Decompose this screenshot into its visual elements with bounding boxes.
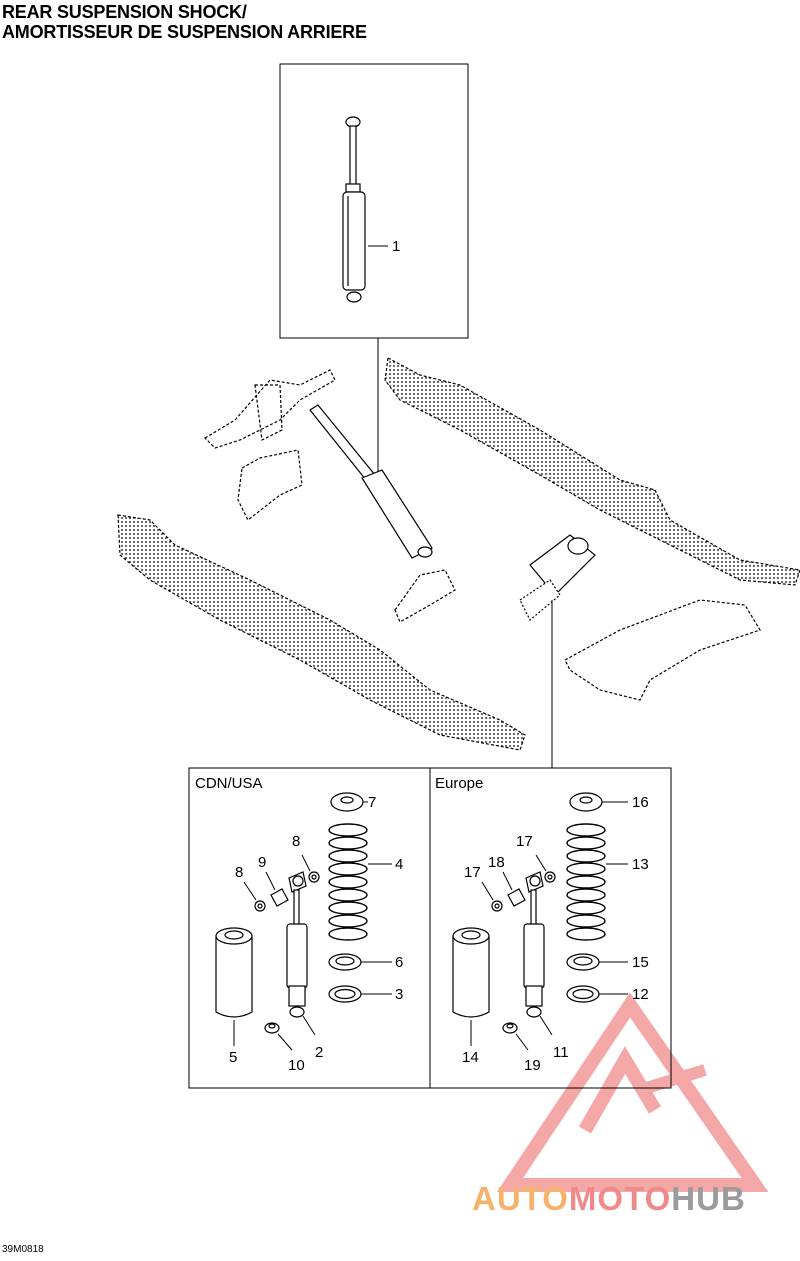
boot-14: [452, 927, 490, 1018]
spring-4: [328, 823, 368, 941]
callout-8-left: 8: [235, 864, 243, 881]
callout-18: 18: [488, 854, 505, 871]
sleeve-9: [270, 888, 289, 907]
bushing-10: [264, 1022, 280, 1034]
shock-detail-frame: [279, 63, 469, 339]
callout-4: 4: [395, 856, 403, 873]
left-slide-rail: [117, 514, 526, 751]
region-label-cdn-usa: CDN/USA: [195, 775, 263, 792]
shock-11: [523, 871, 545, 1018]
sleeve-18: [507, 888, 526, 907]
diagram-title: REAR SUSPENSION SHOCK/ AMORTISSEUR DE SU…: [2, 2, 367, 42]
spring-seat-15: [566, 953, 600, 971]
shock-2: [286, 871, 308, 1018]
spring-retainer-16: [569, 792, 603, 812]
watermark-hub: HUB: [671, 1180, 746, 1217]
right-slide-rail: [384, 357, 800, 586]
spring-retainer-7: [330, 792, 364, 812]
watermark-wordmark: AUTOMOTOHUB: [472, 1180, 746, 1217]
region-label-europe: Europe: [435, 775, 483, 792]
callout-13: 13: [632, 856, 649, 873]
bushing-17-left: [491, 900, 503, 912]
rear-shock-installed: [519, 534, 596, 621]
bushing-8-right: [308, 871, 320, 883]
rear-arm-assembly: [564, 599, 761, 701]
callout-11: 11: [553, 1044, 569, 1061]
title-line-1: REAR SUSPENSION SHOCK/: [2, 2, 247, 22]
watermark-auto: AUTO: [472, 1180, 569, 1217]
callout-17-right: 17: [516, 833, 533, 850]
shock-absorber-part-1: [342, 116, 366, 303]
installed-shock: [309, 404, 433, 559]
callout-8-right: 8: [292, 833, 300, 850]
callout-16: 16: [632, 794, 649, 811]
callout-17-left: 17: [464, 864, 481, 881]
washer-12: [566, 985, 600, 1003]
callout-9: 9: [258, 854, 266, 871]
watermark-moto: MOTO: [569, 1180, 671, 1217]
callout-3: 3: [395, 986, 403, 1003]
bushing-19: [502, 1022, 518, 1034]
callout-14: 14: [462, 1049, 479, 1066]
lower-shock-mount: [394, 569, 456, 623]
callout-15: 15: [632, 954, 649, 971]
callout-1: 1: [392, 238, 400, 255]
bushing-17-right: [544, 871, 556, 883]
drawing-code: 39M0818: [2, 1244, 44, 1255]
callout-5: 5: [229, 1049, 237, 1066]
title-line-2: AMORTISSEUR DE SUSPENSION ARRIERE: [2, 22, 367, 42]
callout-7: 7: [368, 794, 376, 811]
watermark-logo: [496, 992, 769, 1192]
boot-5: [215, 927, 253, 1018]
washer-3: [328, 985, 362, 1003]
callout-19: 19: [524, 1057, 541, 1074]
callout-12: 12: [632, 986, 649, 1003]
callout-10: 10: [288, 1057, 305, 1074]
spring-seat-6: [328, 953, 362, 971]
bushing-8-left: [254, 900, 266, 912]
callout-6: 6: [395, 954, 403, 971]
front-arm-assembly: [204, 369, 336, 521]
callout-2: 2: [315, 1044, 323, 1061]
spring-13: [566, 823, 606, 941]
